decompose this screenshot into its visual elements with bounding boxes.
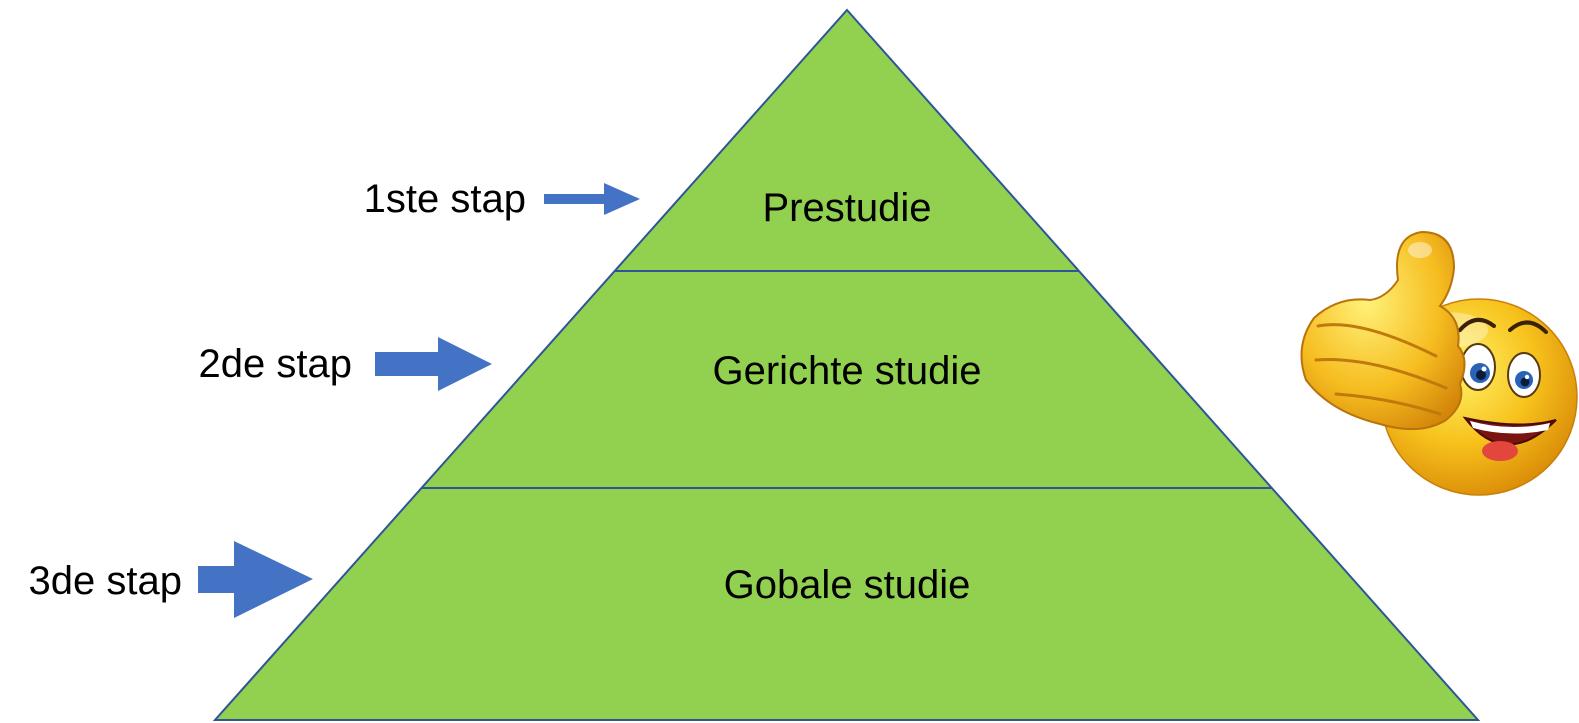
step-arrow-1-icon xyxy=(544,183,640,215)
thumbs-up-smiley-icon xyxy=(1300,230,1578,496)
step-arrow-2-icon xyxy=(375,337,492,391)
pyramid-body xyxy=(212,8,1481,721)
layer-label-prestudie: Prestudie xyxy=(763,186,932,230)
layer-label-gobale-studie: Gobale studie xyxy=(724,563,971,607)
step-label-2: 2de stap xyxy=(199,342,352,386)
step-label-3: 3de stap xyxy=(29,559,182,603)
layer-label-gerichte-studie: Gerichte studie xyxy=(712,349,981,393)
step-label-1: 1ste stap xyxy=(364,177,526,221)
step-indicators: 1ste stap 2de stap 3de stap xyxy=(29,177,640,618)
step-arrow-3-icon xyxy=(198,541,313,618)
pyramid: Prestudie Gerichte studie Gobale studie xyxy=(212,8,1481,721)
